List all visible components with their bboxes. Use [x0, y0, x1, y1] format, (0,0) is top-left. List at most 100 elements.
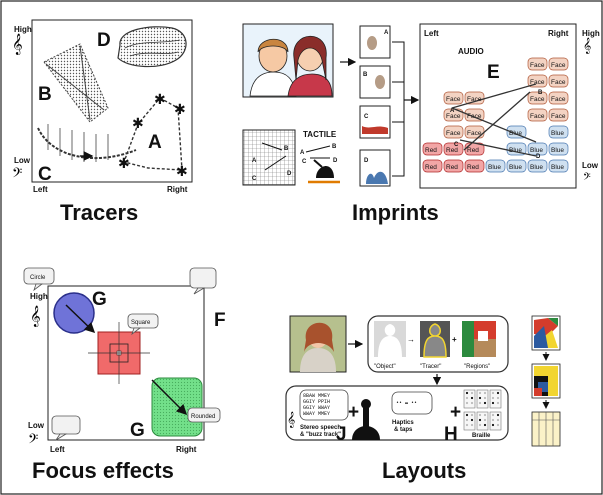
- thumbnails-bracket: [392, 41, 405, 177]
- tactile-a: A: [300, 150, 305, 156]
- audio-cell-label: Blue: [551, 164, 564, 171]
- braille-dot: [483, 413, 487, 417]
- imprints-title: Imprints: [352, 200, 439, 225]
- braille-dot: [496, 396, 500, 400]
- girl-illustration: [300, 322, 336, 372]
- braille-cell: [463, 411, 476, 431]
- audio-cell-label: Face: [530, 96, 545, 103]
- speech-bubble-code: 8BAW MMEY GGIY PPIH GGIY WWAY WWAY MMEY: [299, 389, 349, 421]
- audio-cell-face: [548, 57, 569, 71]
- svg-text:✱: ✱: [132, 116, 144, 132]
- tracer-label-a: A: [148, 132, 162, 153]
- braille-dot: [478, 413, 482, 417]
- audio-cell-label: Face: [551, 79, 566, 86]
- haptics-label-2: & taps: [394, 427, 413, 433]
- audio-cell-label: Face: [467, 96, 482, 103]
- focus-bass-clef-icon: 𝄢: [28, 431, 38, 450]
- audio-cell-label: Blue: [530, 147, 543, 154]
- thumbnail-b: B: [359, 65, 391, 99]
- tactile-label: TACTILE: [303, 130, 337, 139]
- tracer-label-c: C: [38, 164, 52, 185]
- audio-cell-blue: [527, 159, 548, 173]
- woman-right-illustration: [287, 35, 333, 97]
- region-map-bottom: [531, 411, 561, 447]
- circle-bubble-label: Circle: [30, 275, 46, 281]
- tactile-grid-b: B: [284, 146, 289, 152]
- braille-dot: [470, 401, 474, 405]
- imprint-label-e: E: [487, 62, 500, 83]
- stereo-label-2: & "buzz track": [300, 432, 341, 438]
- thumbnail-d: D: [359, 149, 391, 187]
- audio-cell-red: [422, 142, 443, 156]
- region-map-middle: [531, 363, 561, 399]
- tactile-d: D: [333, 158, 338, 164]
- audio-cell-face: [527, 57, 548, 71]
- shape-c-arc: [37, 127, 137, 160]
- braille-dot: [483, 401, 487, 405]
- audio-cell-label: Blue: [551, 147, 564, 154]
- thumbnail-a-label: A: [384, 30, 389, 36]
- speech-bubble-top-right: [189, 267, 217, 295]
- rounded-arrow-icon: [151, 379, 188, 416]
- speech-bubble-rounded: Rounded: [187, 407, 221, 423]
- audio-cell-label: Face: [446, 96, 461, 103]
- braille-dot: [465, 391, 469, 395]
- audio-cell-red: [443, 159, 464, 173]
- shape-d-outline: [117, 26, 187, 68]
- tactile-grid: [242, 129, 296, 186]
- svg-text:✱: ✱: [118, 156, 130, 172]
- audio-cell-red: [464, 159, 485, 173]
- thumbnail-c-label: C: [364, 114, 369, 120]
- focus-label-g-top: G: [92, 289, 107, 310]
- audio-cell-label: Face: [467, 130, 482, 137]
- braille-dot: [465, 413, 469, 417]
- audio-treble-clef-icon: 𝄞: [583, 38, 591, 54]
- layouts-title: Layouts: [382, 458, 466, 483]
- audio-cell-blue: [548, 159, 569, 173]
- tactile-c: C: [302, 159, 307, 165]
- braille-dot: [491, 413, 495, 417]
- braille-dot: [496, 413, 500, 417]
- thumbnail-b-label: B: [363, 72, 368, 78]
- braille-dot: [470, 413, 474, 417]
- braille-dot: [470, 391, 474, 395]
- audio-cell-face: [527, 91, 548, 105]
- shape-d-folds: [124, 39, 181, 57]
- tracer-label: "Tracer": [420, 364, 441, 370]
- audio-cell-face: [464, 91, 485, 105]
- tracers-title: Tracers: [60, 200, 138, 225]
- svg-text:✱: ✱: [154, 92, 166, 108]
- braille-dot: [496, 423, 500, 427]
- focus-label-f: F: [214, 310, 226, 331]
- shape-a-path: [123, 97, 183, 171]
- audio-cell-label: Blue: [488, 164, 501, 171]
- plus-sign-4: +: [450, 402, 461, 423]
- audio-point-d: D: [536, 154, 541, 160]
- braille-dot: [491, 418, 495, 422]
- shape-a-star-icons: ✱ ✱ ✱ ✱ ✱: [118, 92, 188, 180]
- svg-text:✱: ✱: [176, 164, 188, 180]
- audio-cell-face: [548, 74, 569, 88]
- braille-dot: [483, 418, 487, 422]
- braille-dot: [465, 418, 469, 422]
- imprints-panel: A B C D TACTILE A B C D A B C: [242, 23, 600, 225]
- audio-cell-label: Face: [530, 79, 545, 86]
- treble-clef-icon: 𝄞: [12, 34, 23, 55]
- braille-dot: [491, 423, 495, 427]
- audio-cell-label: Blue: [509, 147, 522, 154]
- tracers-right-label: Right: [167, 185, 188, 194]
- braille-dot: [470, 418, 474, 422]
- shape-b-outline: [43, 43, 109, 123]
- audio-cell-blue: [548, 125, 569, 139]
- haptics-label-1: Haptics: [392, 420, 414, 426]
- regions-label: "Regions": [464, 364, 490, 370]
- thumbnail-c: C: [359, 105, 391, 139]
- stylus-pen-icon: [308, 159, 340, 184]
- audio-cell-red: [443, 142, 464, 156]
- tactile-grid-a: A: [252, 158, 257, 164]
- braille-dot: [483, 391, 487, 395]
- rounded-bubble-label: Rounded: [191, 414, 215, 420]
- audio-bass-clef-icon: 𝄢: [583, 171, 591, 185]
- audio-cell-label: Red: [425, 164, 437, 171]
